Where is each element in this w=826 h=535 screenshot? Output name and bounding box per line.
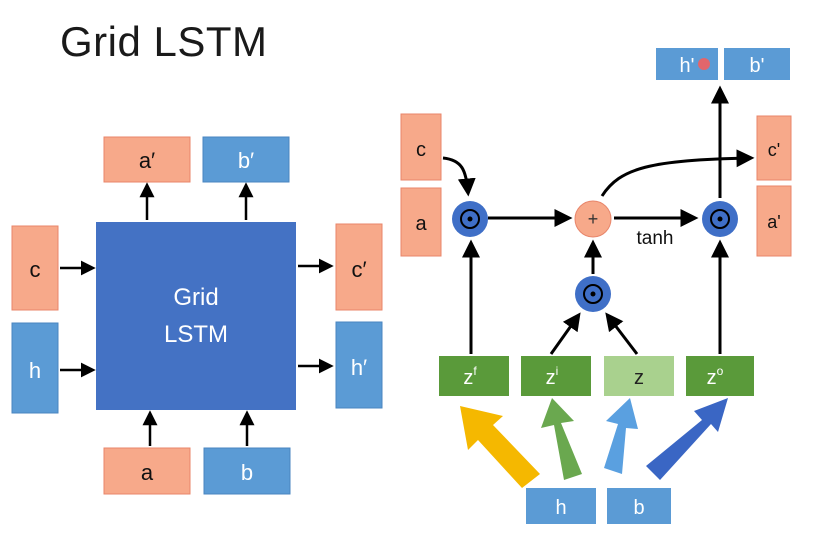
detail-input-h-box	[526, 488, 596, 524]
input-mult-node	[575, 276, 611, 312]
input-c-label: c	[30, 257, 41, 282]
arrow-plus-to-c-prime	[600, 149, 755, 197]
gate-zo-label: zo	[707, 364, 724, 389]
input-c-box	[11, 225, 59, 311]
detail-input-a-label: a	[415, 213, 427, 235]
dark-blue-arrow	[646, 398, 728, 480]
cursor-dot	[698, 58, 710, 70]
tanh-label: tanh	[637, 228, 674, 249]
gate-zi-label: zi	[546, 364, 559, 389]
input-b-label: b	[241, 460, 253, 485]
output-a-prime-box	[103, 136, 191, 183]
green-arrow	[541, 398, 582, 480]
output-b-prime-label: b′	[238, 148, 254, 173]
forget-mult-node	[452, 201, 488, 237]
output-a-prime-label: a′	[139, 148, 155, 173]
detail-input-c-label: c	[416, 139, 426, 161]
detail-output-c-prime-label: c'	[768, 140, 780, 160]
page-title: Grid LSTM	[60, 18, 268, 65]
input-b-box	[203, 447, 291, 495]
detail-input-h-label: h	[555, 497, 566, 519]
detail-output-a-prime-box	[756, 185, 792, 257]
detail-output-b-prime-box	[724, 48, 790, 80]
output-h-prime-box	[335, 321, 383, 409]
gate-z-label: z	[634, 367, 644, 389]
output-mult-node	[702, 201, 738, 237]
grid-lstm-box	[96, 222, 296, 410]
detail-output-b-prime-label: b'	[750, 55, 765, 77]
input-a-label: a	[141, 460, 154, 485]
detail-output-h-prime-label: h'	[680, 55, 695, 77]
gate-zf-label: zf	[463, 364, 477, 389]
detail-input-c-box	[400, 113, 442, 181]
detail-input-b-label: b	[633, 497, 644, 519]
input-a-box	[103, 447, 191, 495]
input-h-box	[11, 322, 59, 414]
arrow-zi-to-mult	[549, 312, 581, 355]
output-c-prime-label: c′	[351, 257, 366, 282]
gate-zi-box	[521, 356, 591, 396]
gate-zo-box	[686, 356, 754, 396]
right-grid-lstm-detail: c a h' b' c' a' tanh +	[400, 48, 792, 524]
light-blue-arrow	[604, 398, 638, 474]
detail-output-c-prime-box	[756, 115, 792, 181]
arrow-c-to-forget-mult	[442, 156, 476, 197]
output-c-prime-box	[335, 223, 383, 311]
plus-node: +	[574, 200, 612, 238]
output-b-prime-box	[202, 136, 290, 183]
detail-input-b-box	[607, 488, 671, 524]
yellow-arrow	[460, 406, 540, 488]
detail-output-a-prime-label: a'	[767, 212, 780, 232]
arrow-z-to-mult	[605, 312, 639, 355]
grid-lstm-label-line2: LSTM	[164, 321, 228, 348]
gate-z-box	[604, 356, 674, 396]
input-h-label: h	[29, 358, 41, 383]
gate-zf-box	[439, 356, 509, 396]
plus-symbol: +	[588, 209, 599, 229]
left-grid-lstm: Grid LSTM a′ b′ c h c′ h′ a b	[11, 136, 383, 495]
grid-lstm-label-line1: Grid	[173, 284, 218, 311]
output-h-prime-label: h′	[351, 355, 367, 380]
detail-input-a-box	[400, 187, 442, 257]
